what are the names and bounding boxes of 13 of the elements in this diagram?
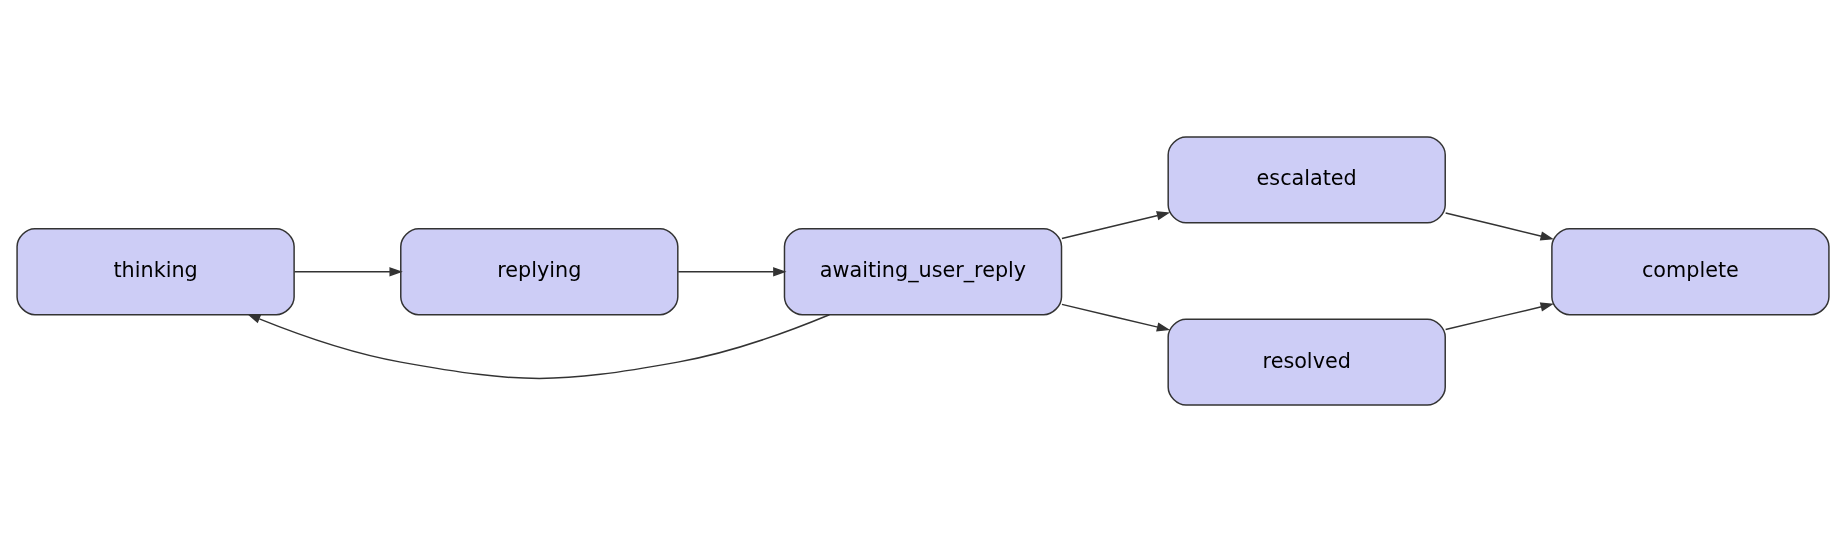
- node-box: awaiting_user_reply: [783, 227, 1063, 315]
- node-box: replying: [400, 227, 679, 315]
- node-box: escalated: [1167, 135, 1446, 224]
- node-box: thinking: [16, 227, 295, 315]
- arrow: [247, 313, 831, 379]
- arrow: [1061, 210, 1171, 239]
- node-box: complete: [1551, 227, 1830, 315]
- arrow: [1444, 301, 1554, 330]
- arrow: [293, 266, 403, 276]
- node-box: resolved: [1167, 317, 1446, 406]
- arrow: [1061, 303, 1171, 331]
- arrow: [1444, 211, 1554, 241]
- arrow: [677, 266, 787, 276]
